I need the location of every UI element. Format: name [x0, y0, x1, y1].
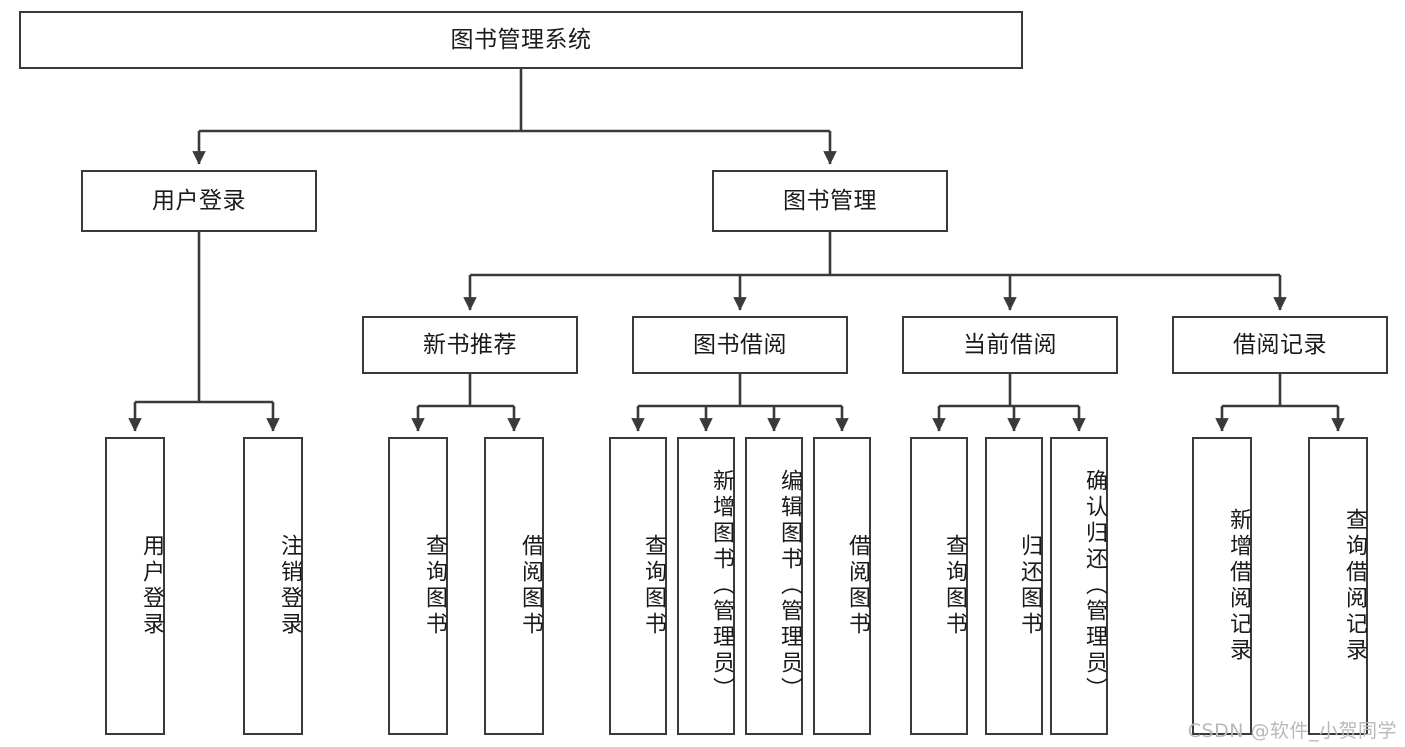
leaf-borrow-book-recommend[interactable]: 借阅图书 [484, 437, 544, 735]
leaf-query-book-recommend[interactable]: 查询图书 [388, 437, 448, 735]
node-root[interactable]: 图书管理系统 [19, 11, 1023, 69]
leaf-query-borrow-record[interactable]: 查询借阅记录 [1308, 437, 1368, 735]
node-book-borrow-label: 图书借阅 [693, 331, 787, 358]
leaf-query-book-current[interactable]: 查询图书 [910, 437, 968, 735]
leaf-logout-label: 注销登录 [277, 534, 302, 638]
watermark: CSDN @软件_小贺同学 [1187, 720, 1397, 742]
leaf-return-book[interactable]: 归还图书 [985, 437, 1043, 735]
node-current-borrow[interactable]: 当前借阅 [902, 316, 1118, 374]
node-user-login[interactable]: 用户登录 [81, 170, 317, 232]
node-root-label: 图书管理系统 [450, 26, 592, 53]
leaf-logout[interactable]: 注销登录 [243, 437, 303, 735]
leaf-add-borrow-record[interactable]: 新增借阅记录 [1192, 437, 1252, 735]
leaf-add-book-admin[interactable]: 新增图书（管理员） [677, 437, 735, 735]
node-user-login-label: 用户登录 [152, 187, 246, 214]
leaf-borrow-book-recommend-label: 借阅图书 [518, 534, 543, 638]
leaf-borrow-book-label: 借阅图书 [845, 534, 870, 638]
leaf-confirm-return-admin-label: 确认归还（管理员） [1082, 469, 1107, 703]
leaf-edit-book-admin[interactable]: 编辑图书（管理员） [745, 437, 803, 735]
leaf-borrow-book[interactable]: 借阅图书 [813, 437, 871, 735]
leaf-edit-book-admin-label: 编辑图书（管理员） [777, 469, 802, 703]
node-borrow-record-label: 借阅记录 [1233, 331, 1327, 358]
node-book-borrow[interactable]: 图书借阅 [632, 316, 848, 374]
leaf-query-borrow-record-label: 查询借阅记录 [1342, 508, 1367, 664]
node-new-book-recommend[interactable]: 新书推荐 [362, 316, 578, 374]
node-borrow-record[interactable]: 借阅记录 [1172, 316, 1388, 374]
leaf-user-login[interactable]: 用户登录 [105, 437, 165, 735]
node-book-management-label: 图书管理 [783, 187, 877, 214]
leaf-query-book-borrow-label: 查询图书 [641, 534, 666, 638]
leaf-add-borrow-record-label: 新增借阅记录 [1226, 508, 1251, 664]
leaf-return-book-label: 归还图书 [1017, 534, 1042, 638]
leaf-query-book-current-label: 查询图书 [942, 534, 967, 638]
leaf-query-book-borrow[interactable]: 查询图书 [609, 437, 667, 735]
node-book-management[interactable]: 图书管理 [712, 170, 948, 232]
leaf-confirm-return-admin[interactable]: 确认归还（管理员） [1050, 437, 1108, 735]
node-current-borrow-label: 当前借阅 [963, 331, 1057, 358]
leaf-user-login-label: 用户登录 [139, 534, 164, 638]
leaf-query-book-recommend-label: 查询图书 [422, 534, 447, 638]
node-new-book-recommend-label: 新书推荐 [423, 331, 517, 358]
leaf-add-book-admin-label: 新增图书（管理员） [709, 469, 734, 703]
